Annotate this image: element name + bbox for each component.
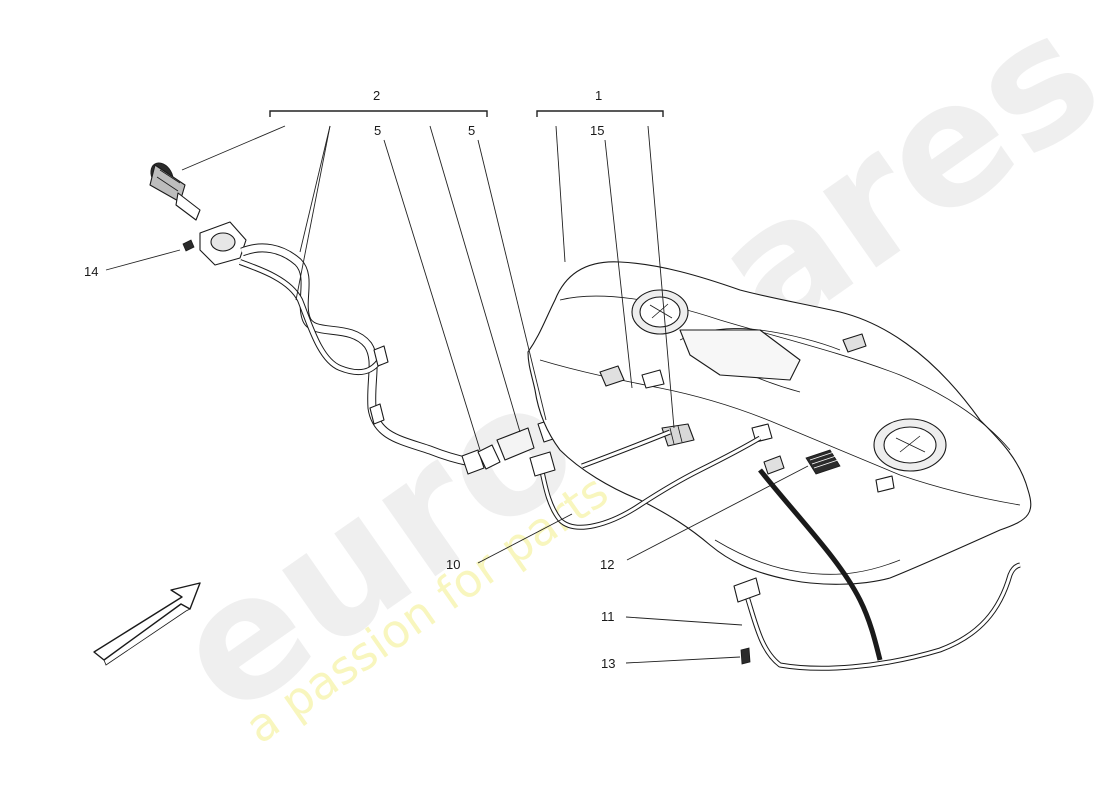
callout-15: 15 xyxy=(590,123,604,138)
filler-cap xyxy=(149,162,201,221)
bracket-group-1 xyxy=(536,110,664,117)
callout-13: 13 xyxy=(601,656,615,671)
callout-10: 10 xyxy=(446,557,460,572)
fuel-tank xyxy=(527,261,1032,585)
tank-strap-right xyxy=(733,468,1021,671)
callout-12: 12 xyxy=(600,557,614,572)
callout-5-right: 5 xyxy=(468,123,475,138)
callout-2: 2 xyxy=(373,88,380,103)
fuel-pump-port xyxy=(631,289,689,335)
callout-5-left: 5 xyxy=(374,123,381,138)
level-sender-port xyxy=(873,418,947,472)
callout-11: 11 xyxy=(601,609,615,624)
callout-14: 14 xyxy=(84,264,98,279)
callout-labels: 2 1 5 5 15 14 10 12 11 13 xyxy=(84,88,615,671)
direction-arrow-icon xyxy=(93,582,201,666)
leader-lines xyxy=(105,125,809,664)
tank-strap-left xyxy=(529,429,762,530)
anti-noise-pad xyxy=(805,449,841,475)
bracket-group-2 xyxy=(269,110,488,117)
filler-neck-assembly xyxy=(149,162,485,475)
callout-1: 1 xyxy=(595,88,602,103)
